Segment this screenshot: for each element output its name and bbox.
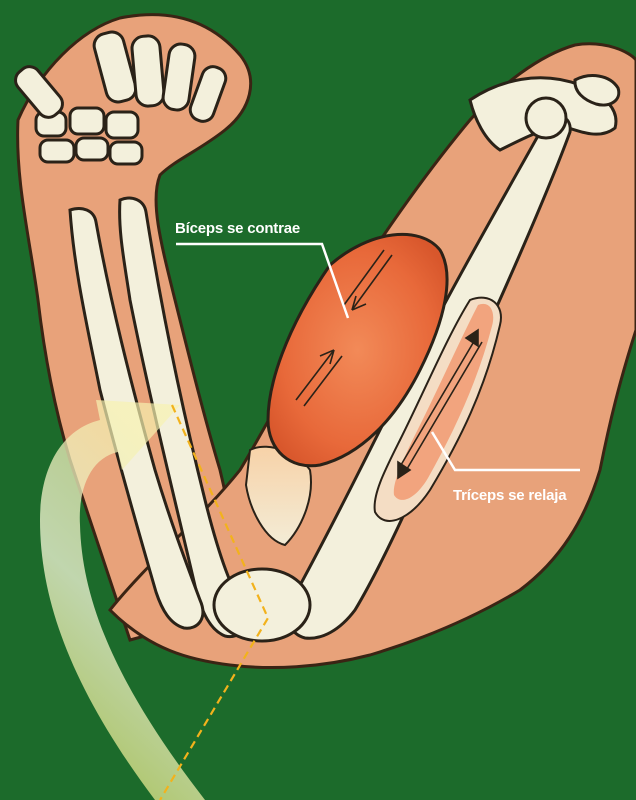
biceps-label: Bíceps se contrae [175,220,300,237]
triceps-label: Tríceps se relaja [453,487,566,504]
humerus-head [526,98,566,138]
